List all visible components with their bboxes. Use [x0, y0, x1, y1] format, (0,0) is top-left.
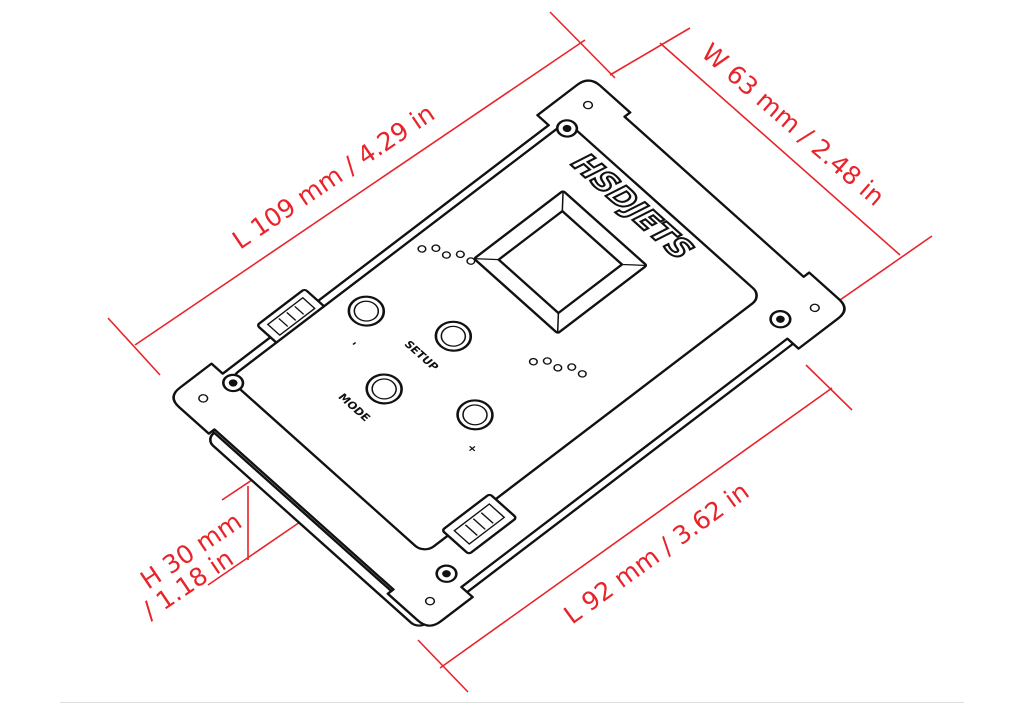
bottom-connector [442, 493, 517, 555]
controller-device: HSDJETS - SETUP [172, 79, 846, 627]
screw [555, 119, 579, 138]
device-lid [232, 124, 758, 551]
led-group-top [417, 244, 476, 265]
minus-label: - [347, 338, 360, 349]
display-window [473, 190, 648, 334]
mount-hole [582, 100, 594, 110]
led-group-bottom [528, 357, 587, 378]
mount-hole [809, 303, 820, 313]
width-label: W 63 mm / 2.48 in [696, 38, 890, 212]
divider [60, 702, 964, 703]
minus-button[interactable]: - [327, 291, 398, 349]
mount-hole [198, 394, 209, 403]
screw [435, 564, 458, 583]
mount-hole [424, 596, 436, 606]
screw [769, 310, 792, 329]
screw [222, 373, 245, 393]
